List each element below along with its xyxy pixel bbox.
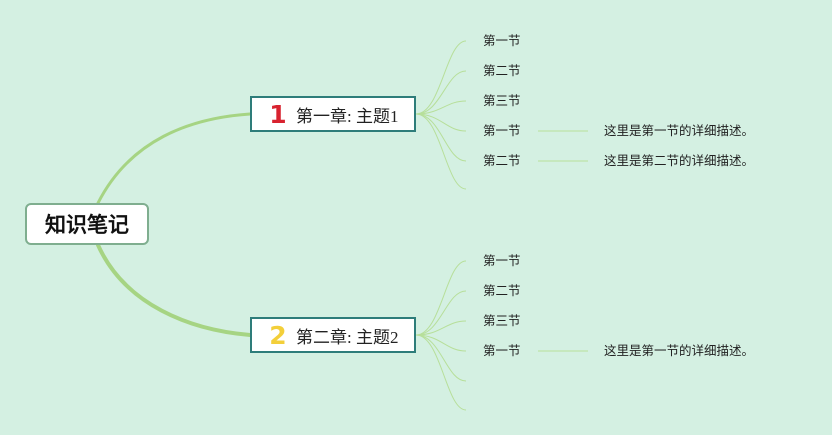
chapter-badge-1: 1 — [269, 99, 287, 129]
chapter-node-1[interactable]: 1 第一章: 主题1 — [250, 96, 416, 132]
section-connector-2-5 — [415, 334, 467, 382]
section-1-5-description[interactable]: 这里是第二节的详细描述。 — [604, 153, 755, 168]
section-connector-2-1 — [415, 260, 467, 336]
root-branch-chapter-1 — [96, 112, 252, 205]
section-connector-2-2 — [415, 290, 467, 336]
section-connector-2-6 — [415, 334, 467, 411]
section-1-2[interactable]: 第二节 — [483, 63, 521, 78]
root-branch-chapter-2 — [96, 243, 252, 337]
root-label: 知识笔记 — [45, 213, 129, 237]
section-connector-1-2 — [415, 70, 467, 115]
root-node[interactable]: 知识笔记 — [25, 203, 149, 245]
section-connector-2-3 — [415, 320, 467, 336]
section-1-4-description[interactable]: 这里是第一节的详细描述。 — [604, 123, 755, 138]
chapter-node-2[interactable]: 2 第二章: 主题2 — [250, 317, 416, 353]
section-1-1[interactable]: 第一节 — [483, 33, 521, 48]
section-2-1[interactable]: 第一节 — [483, 253, 521, 268]
chapter-title-1: 第一章: 主题1 — [296, 106, 399, 126]
section-2-4[interactable]: 第一节 — [483, 343, 521, 358]
section-connector-1-6 — [415, 113, 467, 190]
section-connector-1-1 — [415, 40, 467, 115]
section-connector-1-3 — [415, 100, 467, 115]
section-2-4-description[interactable]: 这里是第一节的详细描述。 — [604, 343, 755, 358]
section-2-3[interactable]: 第三节 — [483, 313, 521, 328]
chapter-title-2: 第二章: 主题2 — [296, 327, 399, 347]
section-2-2[interactable]: 第二节 — [483, 283, 521, 298]
chapter-badge-2: 2 — [269, 320, 287, 350]
section-connectors — [415, 40, 588, 411]
section-1-5[interactable]: 第二节 — [483, 153, 521, 168]
section-connector-1-5 — [415, 113, 467, 162]
section-1-3[interactable]: 第三节 — [483, 93, 521, 108]
section-1-4[interactable]: 第一节 — [483, 123, 521, 138]
